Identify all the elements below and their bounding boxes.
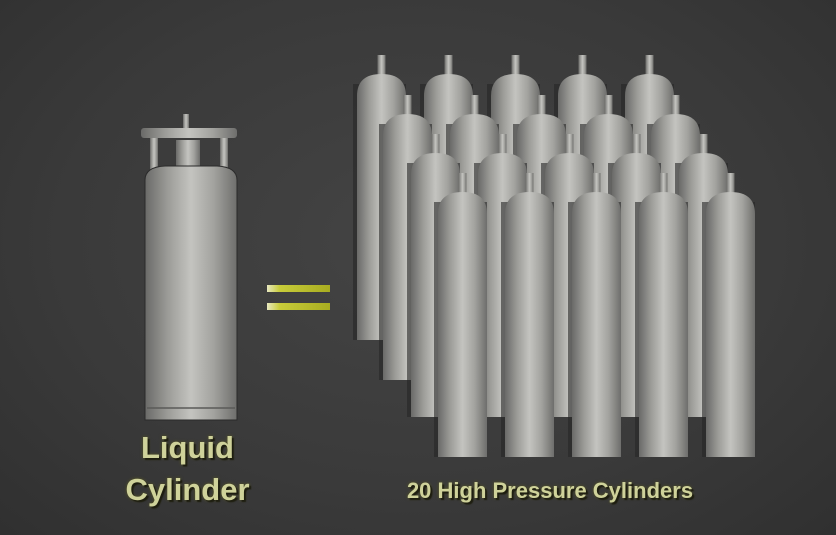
cylinder-label: Cylinder	[125, 472, 250, 507]
equals-icon	[267, 285, 330, 310]
high-pressure-cylinder	[635, 173, 688, 457]
high-pressure-cylinder	[702, 173, 755, 457]
high-pressure-cylinder	[568, 173, 621, 457]
liquid-label: Liquid	[141, 430, 234, 465]
high-pressure-cylinder	[501, 173, 554, 457]
high-pressure-label: 20 High Pressure Cylinders	[406, 478, 694, 503]
high-pressure-cylinder-grid	[353, 55, 755, 457]
high-pressure-cylinder	[434, 173, 487, 457]
liquid-cylinder	[141, 114, 238, 421]
